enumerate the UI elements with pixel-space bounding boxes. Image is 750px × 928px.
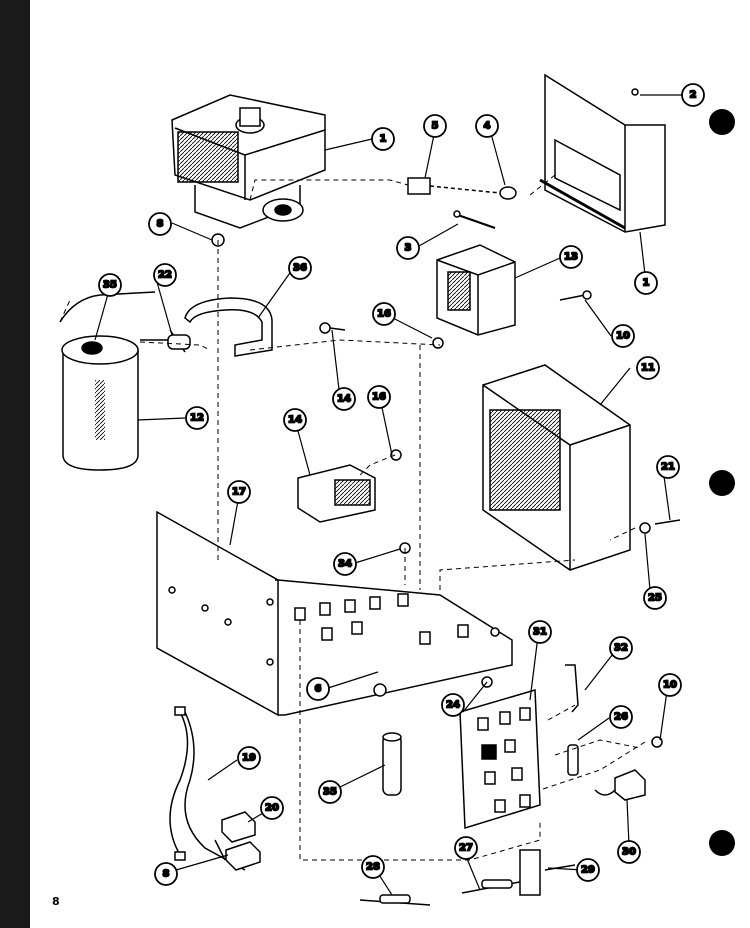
callout-11: 11 [636, 356, 660, 380]
callout-33: 35 [98, 273, 122, 297]
svg-text:14: 14 [288, 415, 302, 426]
svg-text:6: 6 [315, 684, 322, 695]
callout-1: 1 [634, 271, 658, 295]
svg-text:12: 12 [190, 413, 204, 424]
svg-text:36: 36 [293, 263, 307, 274]
part-connector [221, 811, 261, 871]
callout-20: 20 [260, 796, 284, 820]
callout-35: 35 [318, 780, 342, 804]
part-capacitor-bracket [184, 297, 273, 357]
part-fuse [382, 732, 402, 796]
callout-7: 1 [371, 127, 395, 151]
svg-text:10: 10 [663, 680, 677, 691]
svg-text:21: 21 [661, 462, 675, 473]
callout-32: 32 [609, 636, 633, 660]
callout-8-bottom: 8 [154, 862, 178, 886]
callout-19: 19 [237, 746, 261, 770]
svg-text:20: 20 [265, 803, 279, 814]
binder-hole-bottom [709, 830, 735, 856]
part-transformer-large [482, 364, 631, 571]
svg-text:26: 26 [614, 712, 628, 723]
svg-text:17: 17 [232, 487, 246, 498]
part-thermal-cutout [407, 177, 517, 229]
callout-2: 2 [681, 83, 705, 107]
svg-text:35: 35 [103, 280, 117, 291]
svg-text:24: 24 [446, 700, 460, 711]
part-wire-harness [169, 706, 246, 871]
binder-hole-middle [709, 470, 735, 496]
svg-text:16: 16 [372, 392, 386, 403]
svg-text:25: 25 [648, 593, 662, 604]
callout-21: 21 [656, 455, 680, 479]
part-waveguide-cover [539, 73, 666, 233]
svg-text:32: 32 [614, 643, 628, 654]
callout-3: 3 [396, 236, 420, 260]
callout-5: 5 [423, 114, 447, 138]
part-transformer-small [436, 244, 516, 336]
svg-text:34: 34 [338, 559, 352, 570]
part-interlock-switch [594, 769, 646, 801]
callout-26: 26 [609, 705, 633, 729]
part-relay [297, 464, 376, 523]
callout-6: 6 [306, 677, 330, 701]
callout-4: 4 [475, 114, 499, 138]
svg-text:4: 4 [484, 121, 491, 132]
svg-text:5: 5 [432, 121, 439, 132]
callout-16-a: 14 [332, 387, 356, 411]
assembly-guide-lines [59, 174, 646, 861]
svg-text:14: 14 [337, 394, 351, 405]
svg-text:35: 35 [323, 787, 337, 798]
part-magnetron [171, 94, 326, 229]
svg-text:1: 1 [643, 278, 650, 289]
part-resistor [565, 664, 579, 776]
callout-27: 27 [454, 836, 478, 860]
callout-14: 14 [283, 408, 307, 432]
callout-bubbles: 1 2 5 4 3 1 8 13 16 10 22 35 36 14 11 12… [98, 83, 705, 886]
svg-text:1: 1 [380, 134, 387, 145]
part-control-board [459, 689, 541, 830]
svg-text:19: 19 [242, 753, 256, 764]
callout-28: 28 [361, 855, 385, 879]
svg-text:11: 11 [641, 363, 655, 374]
svg-text:28: 28 [366, 862, 380, 873]
svg-text:27: 27 [459, 843, 473, 854]
callout-8-top: 8 [148, 212, 172, 236]
part-screws [211, 88, 681, 748]
svg-text:16: 16 [377, 309, 391, 320]
callout-12: 12 [185, 406, 209, 430]
svg-text:3: 3 [405, 243, 412, 254]
callout-31: 31 [528, 620, 552, 644]
svg-text:30: 30 [622, 847, 636, 858]
callout-24: 24 [441, 693, 465, 717]
binder-hole-top [709, 109, 735, 135]
callout-13: 13 [559, 245, 583, 269]
callout-10-mid: 10 [658, 673, 682, 697]
svg-text:2: 2 [690, 90, 697, 101]
part-wire-leads [359, 849, 576, 906]
callout-18: 17 [227, 480, 251, 504]
svg-text:10: 10 [616, 331, 630, 342]
scan-edge-left [0, 0, 30, 928]
svg-text:8: 8 [163, 869, 170, 880]
callout-34: 34 [333, 552, 357, 576]
part-capacitor [59, 291, 191, 471]
callout-30: 30 [617, 840, 641, 864]
svg-text:13: 13 [564, 252, 578, 263]
sheet-mark: 8 [52, 895, 60, 908]
svg-text:8: 8 [157, 219, 164, 230]
callout-16-b: 16 [367, 385, 391, 409]
svg-text:29: 29 [581, 865, 595, 876]
callout-25: 25 [643, 586, 667, 610]
callout-10-top: 10 [611, 324, 635, 348]
callout-17: 16 [372, 302, 396, 326]
callout-22: 22 [153, 263, 177, 287]
part-base-plate [156, 510, 513, 717]
callout-29: 29 [576, 858, 600, 882]
svg-text:31: 31 [533, 627, 547, 638]
svg-text:22: 22 [158, 270, 172, 281]
callout-36: 36 [288, 256, 312, 280]
